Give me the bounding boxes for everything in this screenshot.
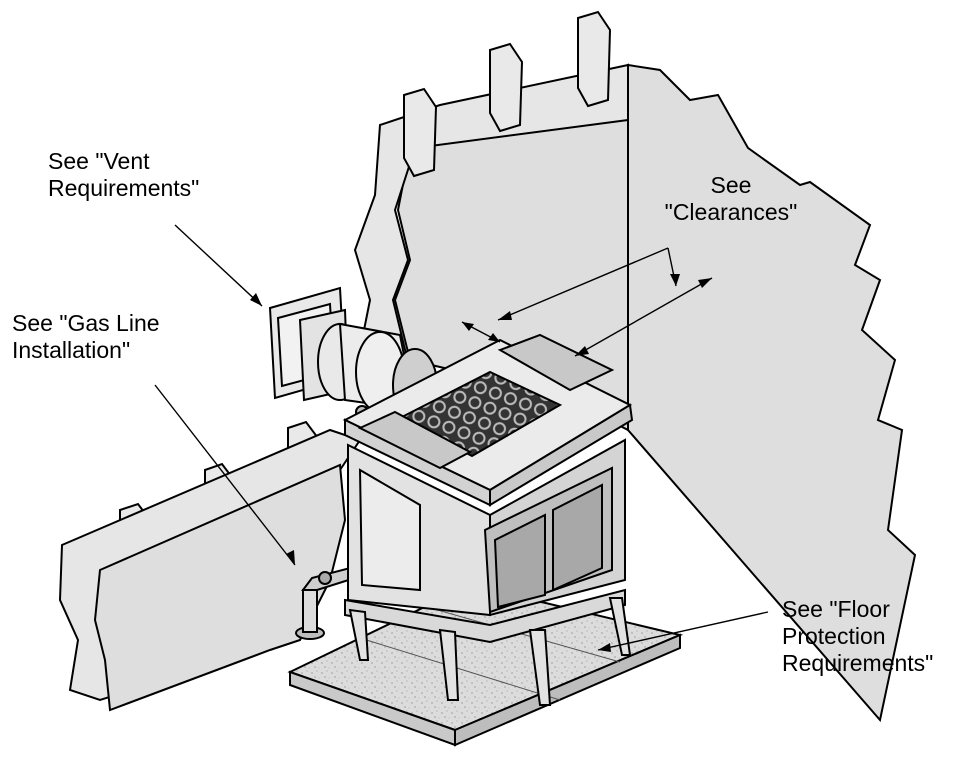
floor-callout-line-2: Protection	[782, 623, 886, 649]
vent-pipe	[268, 286, 438, 422]
gas-callout-line-2: Installation"	[12, 337, 131, 363]
clearance-leader-a	[497, 247, 669, 321]
gas-leader	[154, 384, 296, 566]
gas-callout-line-1: See "Gas Line	[12, 310, 160, 336]
stove	[342, 333, 634, 706]
floor-callout-line-1: See "Floor	[782, 596, 890, 622]
vent-callout-line-1: See "Vent	[48, 148, 150, 174]
floor-protection-callout: See "Floor Protection Requirements"	[782, 596, 933, 677]
left-wall-front	[93, 463, 347, 712]
vent-leader	[174, 224, 263, 307]
right-wall	[627, 63, 917, 723]
vent-callout-line-2: Requirements"	[48, 175, 200, 201]
clearance-arrow-2	[574, 277, 713, 357]
clearances-callout-line-1: See	[710, 172, 752, 198]
clearances-callout: See "Clearances"	[646, 172, 816, 226]
floor-callout-line-3: Requirements"	[782, 650, 934, 676]
vent-requirements-callout: See "Vent Requirements"	[48, 148, 199, 202]
clearances-callout-line-2: "Clearances"	[664, 199, 798, 225]
gas-line-callout: See "Gas Line Installation"	[12, 310, 160, 364]
floor-leader	[597, 611, 769, 651]
callout-leaders	[154, 224, 769, 651]
arrowheads	[250, 274, 712, 652]
hearth-pad	[287, 583, 684, 747]
